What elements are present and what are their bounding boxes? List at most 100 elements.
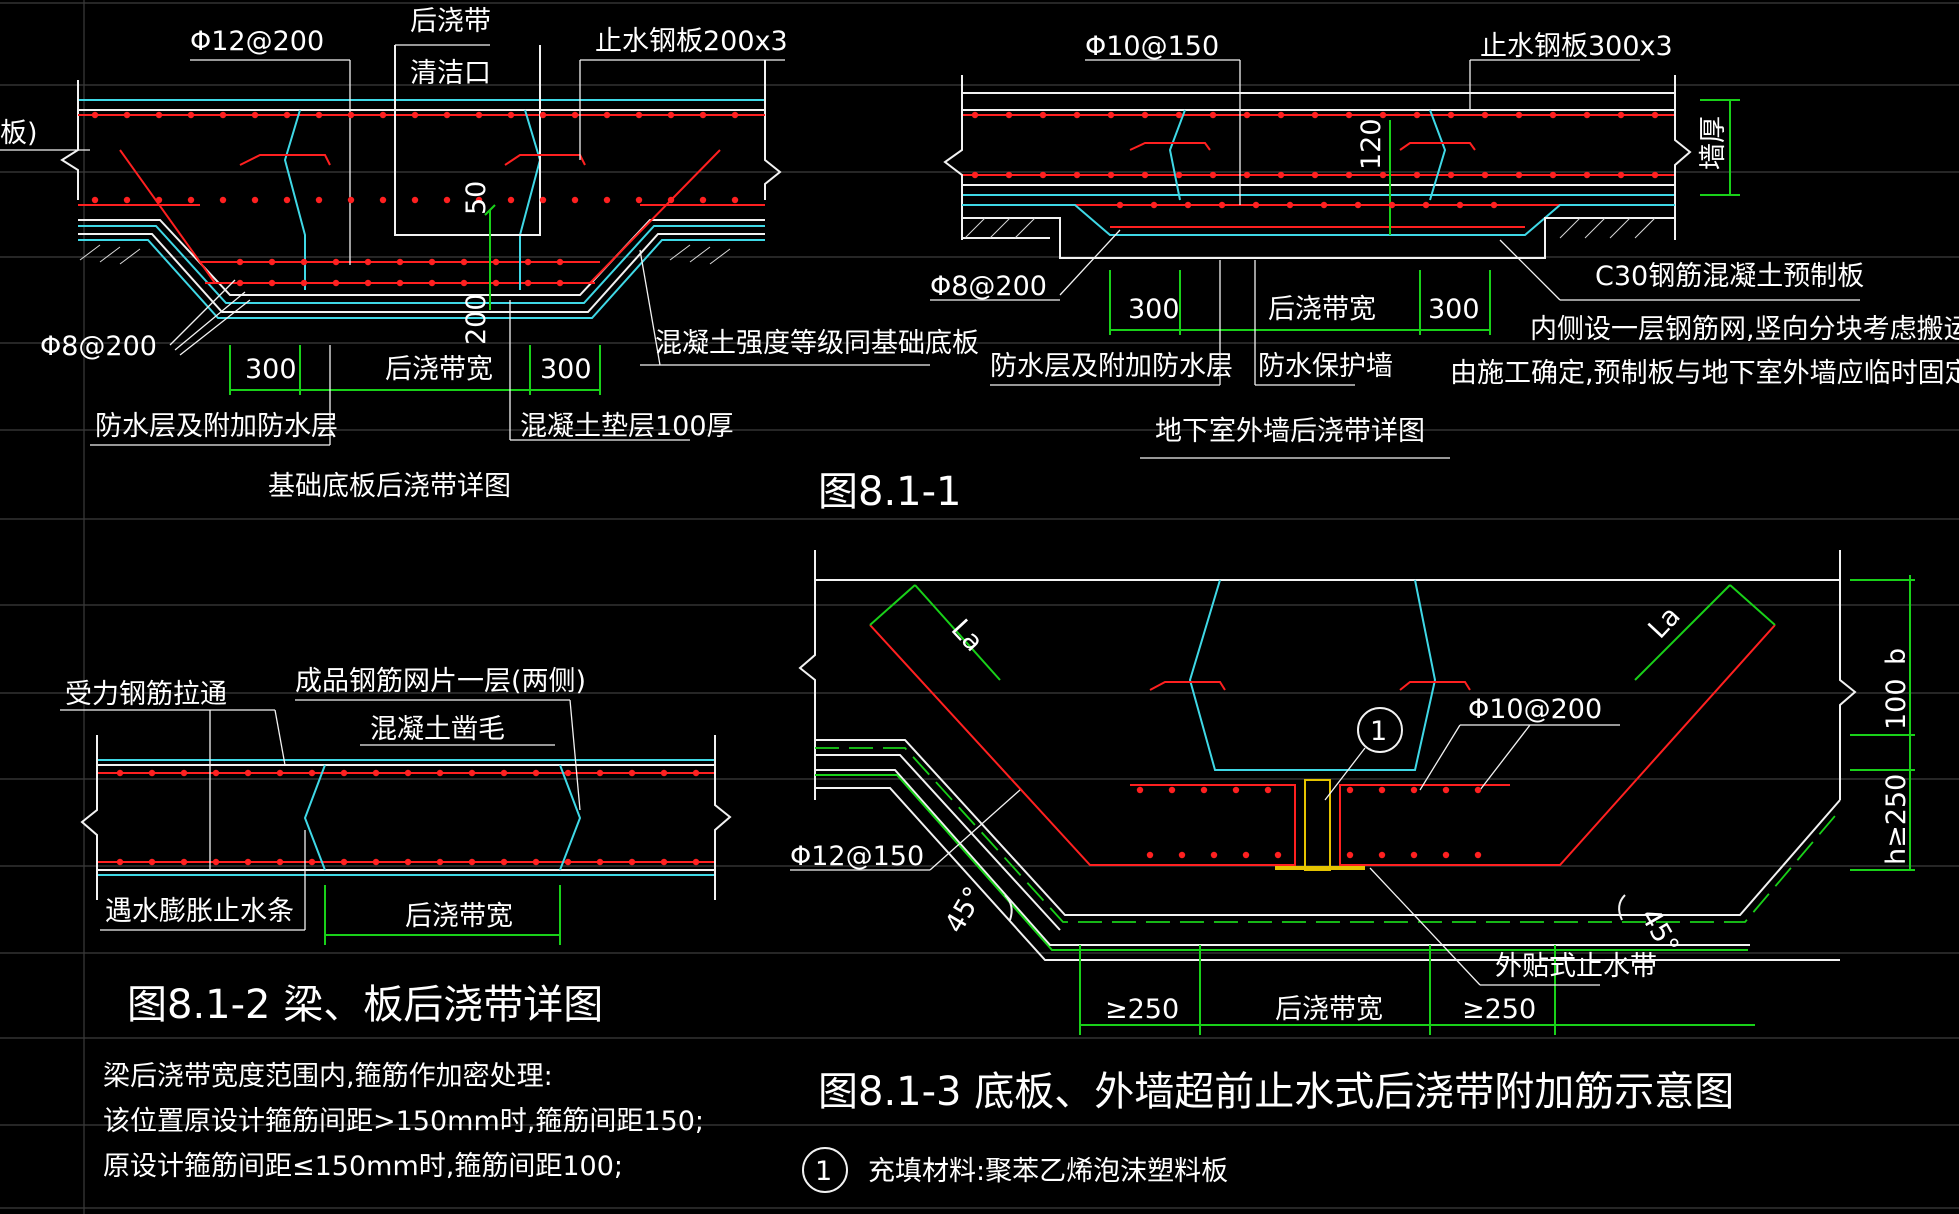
rebar-dot	[187, 196, 195, 204]
foundation-slab-detail	[0, 44, 930, 446]
rebar-dot	[148, 769, 156, 777]
rebar-dot	[532, 858, 540, 866]
rebar-dot	[500, 858, 508, 866]
label-circle-1: 1	[1370, 716, 1387, 747]
caption-foundation-slab: 基础底板后浇带详图	[268, 471, 511, 502]
rebar-dot	[1583, 111, 1591, 119]
rebar-dot	[1073, 171, 1081, 179]
rebar-dot	[1617, 171, 1625, 179]
label-dim-200: 200	[461, 293, 492, 345]
rebar-dot	[1345, 171, 1353, 179]
label-hpd-width-right: 后浇带宽	[1268, 294, 1376, 325]
rebar-dot	[1515, 171, 1523, 179]
rebar-dot	[1413, 111, 1421, 119]
label-rebar-bottom-left: Φ8@200	[40, 331, 157, 362]
rebar-dot	[404, 858, 412, 866]
rebar-dot	[1346, 786, 1354, 794]
rebar-dot	[268, 279, 276, 287]
rebar-dot	[692, 858, 700, 866]
label-chisel: 混凝土凿毛	[370, 714, 505, 745]
rebar-dot	[123, 111, 131, 119]
rebar-dot	[283, 196, 291, 204]
rebar-dot	[180, 858, 188, 866]
rebar-dot	[404, 769, 412, 777]
rebar-dot	[1442, 851, 1450, 859]
rebar-dot	[1232, 786, 1240, 794]
rebar-dot	[187, 111, 195, 119]
label-swell-strip: 遇水膨胀止水条	[105, 896, 294, 927]
label-waterproof-right: 防水层及附加防水层	[990, 351, 1233, 382]
rebar-dot	[1413, 171, 1421, 179]
rebar-dot	[532, 769, 540, 777]
rebar-dot	[1311, 111, 1319, 119]
labels: Φ12@200 后浇带 清洁口 止水钢板200x3 板) 50 200 Φ8@2…	[0, 6, 1959, 1193]
rebar-dot	[699, 196, 707, 204]
rebar-dot	[276, 769, 284, 777]
rebar-dot	[1073, 111, 1081, 119]
label-waterproof-left: 防水层及附加防水层	[95, 411, 338, 442]
rebar-dot	[315, 111, 323, 119]
rebar-dot	[116, 769, 124, 777]
label-hpd-width-fig3: 后浇带宽	[1275, 994, 1383, 1025]
rebar-dot	[91, 111, 99, 119]
rebar-dot	[1378, 786, 1386, 794]
rebar-dot	[332, 258, 340, 266]
rebar-dot	[1264, 786, 1272, 794]
rebar-dot	[1583, 171, 1591, 179]
rebar-dot	[1549, 111, 1557, 119]
rebar-dot	[660, 858, 668, 866]
label-steel-plate-right: 止水钢板300x3	[1480, 31, 1673, 62]
label-rebar-top-left: Φ12@200	[190, 26, 324, 57]
rebar-dot	[635, 196, 643, 204]
label-ext-strip: 外贴式止水带	[1495, 951, 1657, 982]
rebar-dot	[564, 858, 572, 866]
rebar-dot	[1447, 111, 1455, 119]
rebar-dot	[1490, 201, 1498, 209]
rebar-dot	[460, 258, 468, 266]
rebar-dot	[379, 111, 387, 119]
rebar-dot	[411, 111, 419, 119]
rebar-dot	[1178, 851, 1186, 859]
rebar-dot	[123, 196, 131, 204]
label-dim-120: 120	[1356, 118, 1387, 170]
rebar-dot	[596, 858, 604, 866]
rebar-dot	[1378, 851, 1386, 859]
rebar-dot	[667, 111, 675, 119]
rebar-dot	[276, 858, 284, 866]
foam-filler	[1304, 779, 1331, 871]
rebar-dot	[1388, 201, 1396, 209]
rebar-dot	[244, 858, 252, 866]
rebar-dot	[699, 111, 707, 119]
rebar-dot	[1651, 111, 1659, 119]
label-steel-plate-left: 止水钢板200x3	[595, 26, 788, 57]
rebar-dot	[116, 858, 124, 866]
rebar-dot	[428, 279, 436, 287]
rebar-dot	[219, 196, 227, 204]
rebar-dot	[524, 258, 532, 266]
label-mesh: 成品钢筋网片一层(两侧)	[295, 666, 586, 697]
rebar-dot	[1136, 786, 1144, 794]
label-protect-wall: 防水保护墙	[1258, 351, 1393, 382]
rebar-dot	[1210, 851, 1218, 859]
rebar-dot	[155, 111, 163, 119]
label-concrete-grade: 混凝土强度等级同基础底板	[655, 328, 979, 359]
rebar-dot	[1379, 111, 1387, 119]
label-fig2-note-3: 原设计箍筋间距≤150mm时,箍筋间距100;	[103, 1151, 623, 1182]
rebar-dot	[1346, 851, 1354, 859]
rebar-dot	[251, 196, 259, 204]
rebar-dot	[1107, 111, 1115, 119]
legend-num: 1	[815, 1156, 832, 1187]
rebar-dot	[1107, 171, 1115, 179]
label-wall-thk: 墙厚	[1698, 116, 1729, 170]
label-hpd-top: 后浇带	[410, 6, 491, 37]
label-dim-b: b	[1881, 648, 1912, 665]
rebar-dot	[1456, 201, 1464, 209]
rebar-dot	[1005, 171, 1013, 179]
rebar-dot	[1345, 111, 1353, 119]
rebar-dot	[1175, 171, 1183, 179]
rebar-dot	[1422, 201, 1430, 209]
rebar-dot	[603, 111, 611, 119]
rebar-dot	[1141, 171, 1149, 179]
